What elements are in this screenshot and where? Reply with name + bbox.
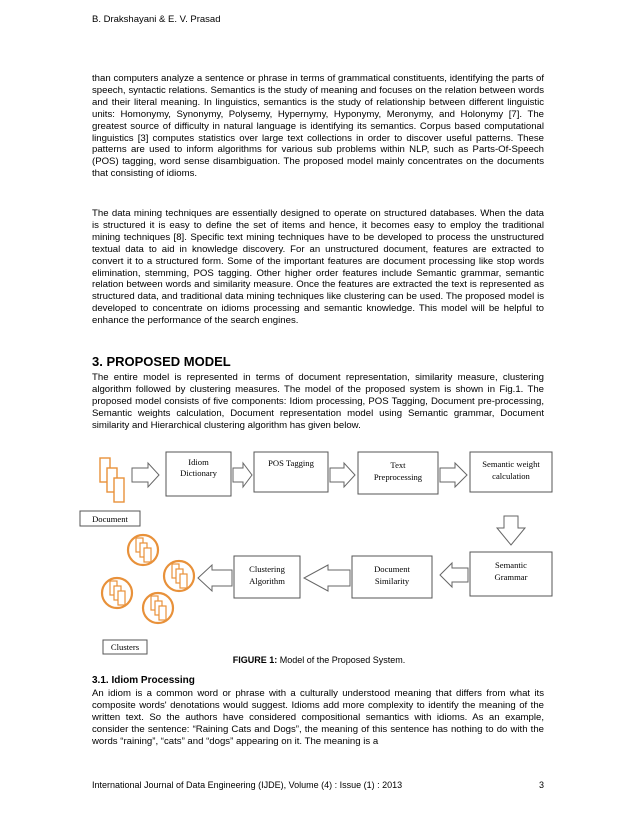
semantic-weight-box [469, 451, 553, 493]
arrow-right-icon [329, 461, 356, 489]
idiom-dictionary-label-1: Idiom [188, 457, 209, 467]
figure-caption-text: Model of the Proposed System. [277, 655, 406, 665]
document-similarity-label-2: Similarity [375, 576, 410, 586]
pos-tagging-box [253, 451, 329, 493]
journal-citation: International Journal of Data Engineerin… [92, 780, 403, 790]
document-similarity-label-1: Document [374, 564, 410, 574]
semantic-weight-label-2: calculation [492, 471, 530, 481]
text-preprocessing-label-2: Preprocessing [374, 472, 423, 482]
clustering-algorithm-label-1: Clustering [249, 564, 286, 574]
pos-tagging-label: POS Tagging [268, 458, 314, 468]
document-label: Document [92, 514, 128, 524]
semantic-weight-label-1: Semantic weight [482, 459, 540, 469]
arrow-right-icon [232, 461, 253, 489]
document-box [79, 510, 141, 527]
document-stack-icon [99, 457, 125, 503]
arrow-down-icon [495, 515, 527, 546]
clusters-label: Clusters [111, 642, 140, 652]
subsection-title: 3.1. Idiom Processing [92, 675, 195, 686]
semantic-grammar-box [469, 551, 553, 597]
document-similarity-box [351, 555, 433, 599]
clustering-algorithm-box [233, 555, 301, 599]
section-title: 3. PROPOSED MODEL [92, 354, 231, 369]
body-paragraph-1: than computers analyze a sentence or phr… [92, 73, 544, 180]
clustering-algorithm-label-2: Algorithm [249, 576, 285, 586]
arrow-left-icon [302, 564, 351, 592]
arrow-right-icon [439, 461, 468, 489]
semantic-grammar-label-1: Semantic [495, 560, 527, 570]
running-head: B. Drakshayani & E. V. Prasad [92, 14, 221, 25]
page-footer: International Journal of Data Engineerin… [92, 780, 544, 790]
semantic-grammar-label-2: Grammar [495, 572, 528, 582]
figure-caption-label: FIGURE 1: [232, 655, 278, 665]
idiom-dictionary-label-2: Dictionary [180, 468, 217, 478]
figure-caption: FIGURE 1: Model of the Proposed System. [0, 655, 638, 665]
text-preprocessing-box [357, 451, 439, 495]
arrow-left-icon [197, 563, 233, 593]
page-number: 3 [538, 780, 544, 790]
body-paragraph-4: An idiom is a common word or phrase with… [92, 688, 544, 747]
body-paragraph-3: The entire model is represented in terms… [92, 372, 544, 431]
idiom-dictionary-box [165, 451, 232, 497]
clusters-box [102, 639, 148, 655]
arrow-right-icon [131, 461, 160, 489]
text-preprocessing-label-1: Text [390, 460, 406, 470]
cluster-circles [100, 533, 196, 625]
body-paragraph-2: The data mining techniques are essential… [92, 208, 544, 327]
arrow-left-icon [439, 561, 469, 589]
